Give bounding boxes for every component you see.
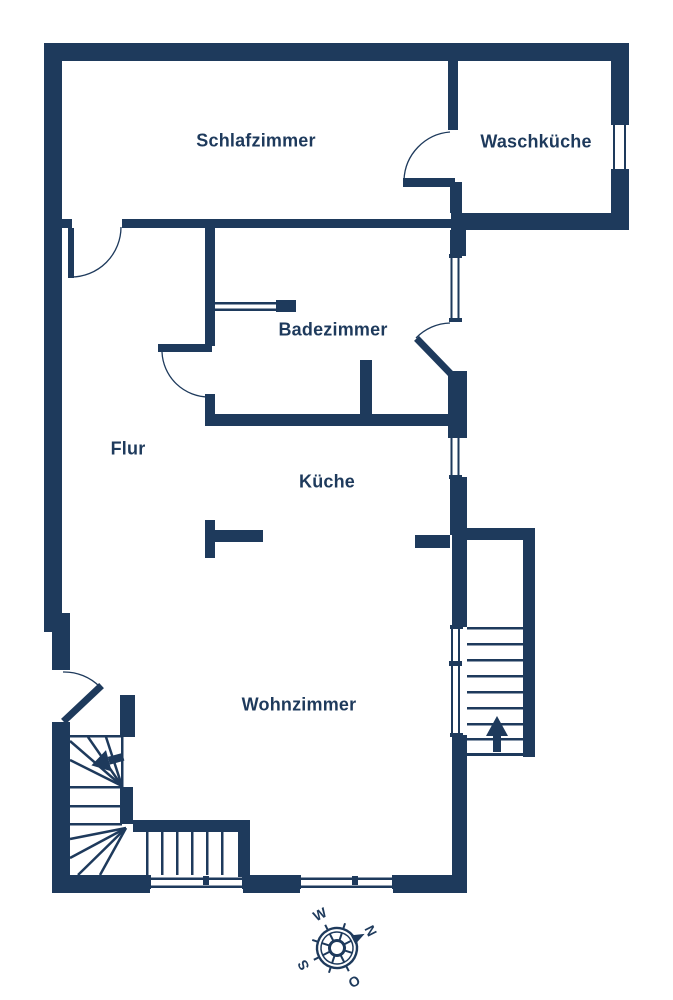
- door-waschkueche: [403, 131, 455, 187]
- compass-label-north: N: [361, 923, 380, 939]
- winder-fan-lower: [69, 826, 128, 876]
- stairs-exterior: [467, 528, 535, 757]
- compass-hub: [328, 939, 346, 957]
- window-east-middle: [449, 434, 462, 479]
- window-waschkueche: [611, 119, 629, 173]
- compass-label-east: O: [346, 972, 363, 991]
- door-leaf: [68, 228, 74, 278]
- door-leaf: [158, 344, 212, 352]
- window-east-upper: [449, 254, 462, 322]
- door-arc: [161, 351, 210, 398]
- room-label-waschkueche: Waschküche: [480, 131, 592, 152]
- window-east-stairs: [449, 625, 463, 737]
- compass-north-pointer: [350, 933, 365, 945]
- stair-treads: [146, 832, 224, 875]
- room-label-schlafzimmer: Schlafzimmer: [196, 130, 316, 151]
- outer-walls: [44, 43, 629, 893]
- east-wall: [448, 230, 467, 875]
- door-schlafzimmer: [68, 226, 122, 278]
- door-leaf: [414, 336, 454, 377]
- stair-up-arrow-icon: [486, 716, 508, 752]
- door-arc: [415, 322, 451, 339]
- compass-label-south: S: [294, 957, 312, 973]
- compass-label-west: W: [310, 904, 330, 925]
- window-bottom-right: [296, 875, 397, 889]
- door-leaf: [61, 683, 104, 724]
- compass-inner-ring: [320, 931, 354, 965]
- room-label-badezimmer: Badezimmer: [278, 319, 388, 340]
- room-label-wohnzimmer: Wohnzimmer: [241, 694, 357, 715]
- door-badezimmer: [158, 344, 212, 398]
- door-entrance: [61, 671, 104, 724]
- door-arc: [70, 226, 122, 278]
- compass-spokes: [321, 932, 353, 964]
- compass-outer-ring: [315, 926, 359, 970]
- door-arc: [62, 671, 101, 688]
- compass-ticks: [311, 922, 361, 974]
- door-east-wall: [414, 322, 454, 377]
- interior-walls: [62, 60, 462, 737]
- stair-down-arrow-icon: [91, 750, 125, 772]
- room-label-flur: Flur: [110, 438, 146, 459]
- stairs-interior: [69, 735, 250, 877]
- compass-rose-icon: N O S W: [294, 904, 380, 992]
- sliding-door-badezimmer: [215, 300, 296, 312]
- window-bottom-left: [146, 875, 247, 889]
- room-label-kueche: Küche: [298, 471, 356, 492]
- door-leaf: [403, 178, 455, 187]
- door-arc: [403, 131, 451, 181]
